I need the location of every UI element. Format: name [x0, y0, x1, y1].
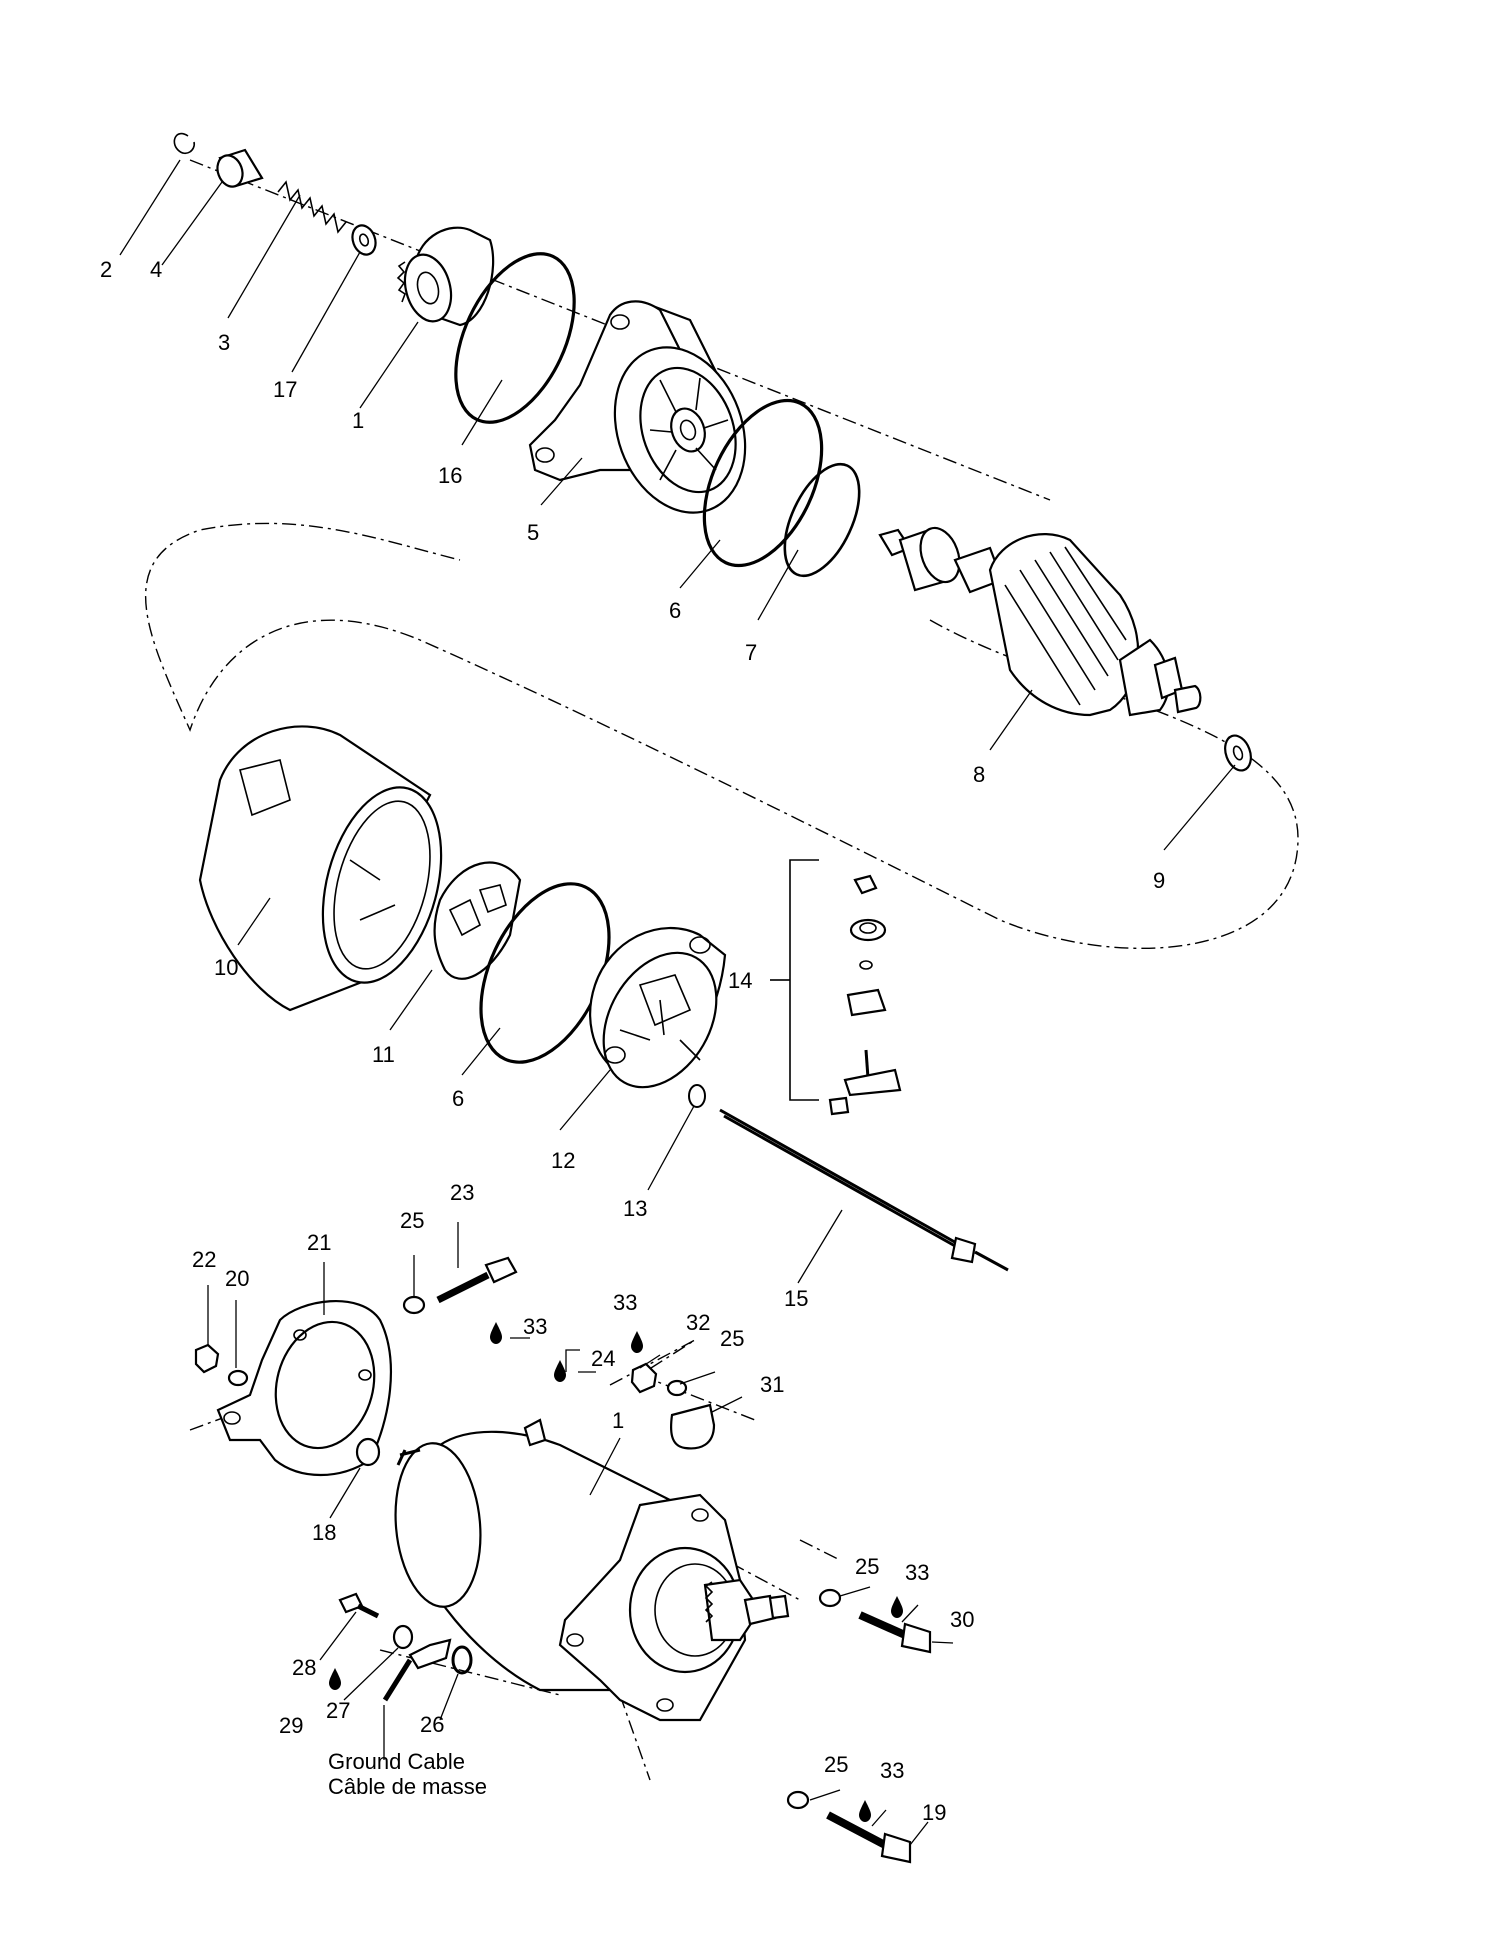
- starter-yoke-part: [198, 725, 443, 1012]
- oil-drop-icon: [490, 1322, 502, 1344]
- callout-26: 26: [420, 1712, 444, 1737]
- bolt-23-part: [436, 1256, 518, 1304]
- callout-20: 20: [225, 1266, 249, 1291]
- ground-cable-label-en: Ground Cable: [328, 1749, 465, 1774]
- callout-17: 17: [273, 377, 297, 402]
- drive-end-housing-part: [528, 300, 747, 514]
- callout-30: 30: [950, 1607, 974, 1632]
- callout-21: 21: [307, 1230, 331, 1255]
- callout-33a: 33: [523, 1314, 547, 1339]
- screw-19-part: [826, 1811, 912, 1864]
- callout-11: 11: [372, 1042, 395, 1067]
- terminal-kit-part: [770, 859, 902, 1116]
- callout-9: 9: [1153, 868, 1165, 893]
- washer-18-part: [355, 1437, 381, 1467]
- callout-29: 29: [279, 1713, 303, 1738]
- callout-33c: 33: [905, 1560, 929, 1585]
- nut-32-part: [630, 1362, 658, 1394]
- o-ring-7-part: [783, 462, 861, 578]
- callout-25d: 25: [824, 1752, 848, 1777]
- starter-motor-part: [394, 1418, 790, 1722]
- callout-4: 4: [150, 257, 162, 282]
- oil-drop-icon: [329, 1668, 341, 1690]
- callout-13: 13: [623, 1196, 647, 1221]
- ground-cable-caption: Ground Cable Câble de masse: [328, 1749, 487, 1799]
- ground-cable-label-fr: Câble de masse: [328, 1774, 487, 1799]
- leader-lines: [119, 159, 1236, 1846]
- callout-23: 23: [450, 1180, 474, 1205]
- callout-14: 14: [728, 968, 752, 993]
- callout-19: 19: [922, 1800, 946, 1825]
- circlip-part: [173, 132, 196, 155]
- callout-8: 8: [973, 762, 985, 787]
- washer-25a-part: [402, 1295, 426, 1315]
- callout-7: 7: [745, 640, 757, 665]
- oil-drop-icon: [891, 1596, 903, 1618]
- nut-22-part: [194, 1343, 220, 1374]
- callout-1: 1: [352, 408, 364, 433]
- oil-drop-icon: [859, 1800, 871, 1822]
- brush-holder-part: [433, 861, 522, 980]
- end-cover-part: [589, 926, 727, 1089]
- o-ring-13-part: [688, 1084, 706, 1108]
- callout-6b: 6: [452, 1086, 464, 1111]
- callout-18: 18: [312, 1520, 336, 1545]
- callout-16: 16: [438, 463, 462, 488]
- washer-20-part: [227, 1369, 249, 1387]
- clamp-31-part: [669, 1403, 716, 1450]
- washer-25b-part: [666, 1379, 688, 1397]
- callout-25c: 25: [855, 1554, 879, 1579]
- washer-27-part: [392, 1624, 414, 1650]
- armature-part: [878, 526, 1202, 717]
- washer-17-part: [351, 224, 377, 256]
- callout-22: 22: [192, 1247, 216, 1272]
- callout-24: 24: [591, 1346, 615, 1371]
- washer-25d-part: [786, 1790, 810, 1810]
- callout-12: 12: [551, 1148, 575, 1173]
- callout-28: 28: [292, 1655, 316, 1680]
- callout-25b: 25: [720, 1326, 744, 1351]
- sleeve-part: [216, 148, 264, 188]
- callout-1b: 1: [612, 1408, 624, 1433]
- o-ring-6-upper-part: [702, 398, 824, 568]
- drive-pinion-part: [396, 226, 495, 327]
- washer-9-part: [1224, 734, 1252, 772]
- callout-27: 27: [326, 1698, 350, 1723]
- callout-5: 5: [527, 520, 539, 545]
- callout-3: 3: [218, 330, 230, 355]
- callout-2: 2: [100, 257, 112, 282]
- callout-labels: 2 4 3 17 1 16 5 6 7 8 9 10 11 6 14 12 13…: [100, 257, 1165, 1825]
- callout-6: 6: [669, 598, 681, 623]
- callout-33b: 33: [613, 1290, 637, 1315]
- ground-cable-part: [382, 1638, 452, 1702]
- callout-15: 15: [784, 1286, 808, 1311]
- washer-25c-part: [818, 1588, 842, 1608]
- oil-drop-icon: [631, 1331, 643, 1353]
- bracket-part: [216, 1300, 393, 1476]
- callout-31: 31: [760, 1372, 784, 1397]
- callout-10: 10: [214, 955, 238, 980]
- spring-part: [277, 180, 347, 234]
- callout-33d: 33: [880, 1758, 904, 1783]
- callout-32: 32: [686, 1310, 710, 1335]
- lock-washer-26-part: [451, 1645, 473, 1675]
- through-bolt-part: [719, 1108, 1009, 1272]
- lubricant-drop-icons: [329, 1322, 903, 1822]
- screw-28-part: [338, 1592, 380, 1619]
- oil-drop-icon: [554, 1360, 566, 1382]
- screw-30-part: [858, 1611, 932, 1654]
- callout-25a: 25: [400, 1208, 424, 1233]
